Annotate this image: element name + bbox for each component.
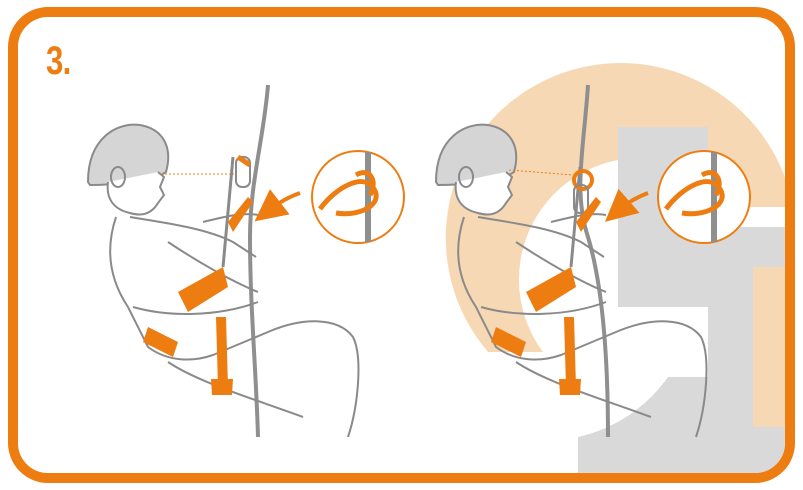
background-watermark xyxy=(446,63,795,483)
harness-waist xyxy=(178,267,228,312)
left-knot-inset xyxy=(264,151,404,243)
harness-leg-loop xyxy=(143,327,178,357)
left-climber-figure xyxy=(88,85,358,437)
instruction-panel: 3. xyxy=(8,7,795,483)
rope-line xyxy=(250,85,268,437)
harness-waist xyxy=(526,267,576,312)
step-number: 3. xyxy=(46,39,70,84)
arrow-icon xyxy=(264,193,300,214)
instruction-illustration xyxy=(18,17,795,483)
